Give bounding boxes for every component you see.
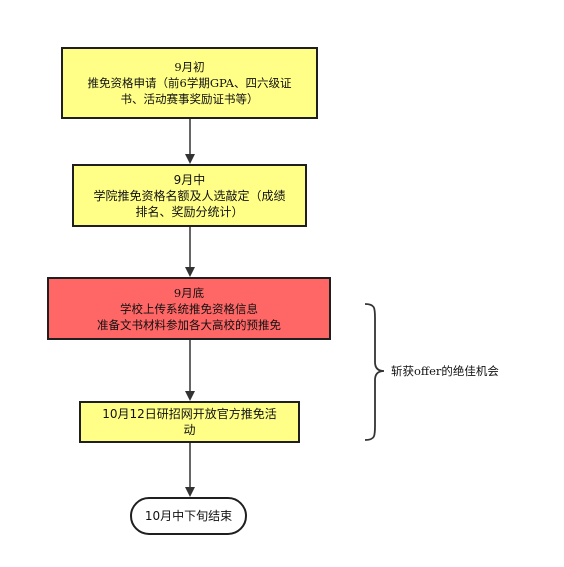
step-1-line-1: 推免资格申请（前6学期GPA、四六级证 [87,76,292,90]
step-3-title: 9月底 [173,285,205,300]
step-4-line-1: 10月12日研招网开放官方推免活 [102,407,277,421]
step-2-box: 9月中 学院推免资格名额及人选敲定（成绩 排名、奖励分统计） [72,164,307,227]
step-3-line-2: 准备文书材料参加各大高校的预推免 [97,317,281,332]
step-1-line-2: 书、活动赛事奖励证书等） [120,92,259,106]
step-1-title: 9月初 [174,60,205,74]
step-3-box: 9月底 学校上传系统推免资格信息 准备文书材料参加各大高校的预推免 [47,277,331,340]
step-1-box: 9月初 推免资格申请（前6学期GPA、四六级证 书、活动赛事奖励证书等） [61,47,318,119]
step-2-title: 9月中 [173,172,206,187]
end-terminal: 10月中下旬结束 [130,497,247,535]
step-4-line-2: 动 [183,423,196,437]
step-2-line-1: 学院推免资格名额及人选敲定（成绩 [93,188,286,203]
step-3-line-1: 学校上传系统推免资格信息 [120,301,258,316]
brace-annotation-label: 斩获offer的绝佳机会 [391,364,499,378]
end-terminal-label: 10月中下旬结束 [144,509,233,523]
step-2-line-2: 排名、奖励分统计） [135,204,244,219]
curly-brace [364,303,385,441]
step-4-box: 10月12日研招网开放官方推免活 动 [79,401,300,443]
